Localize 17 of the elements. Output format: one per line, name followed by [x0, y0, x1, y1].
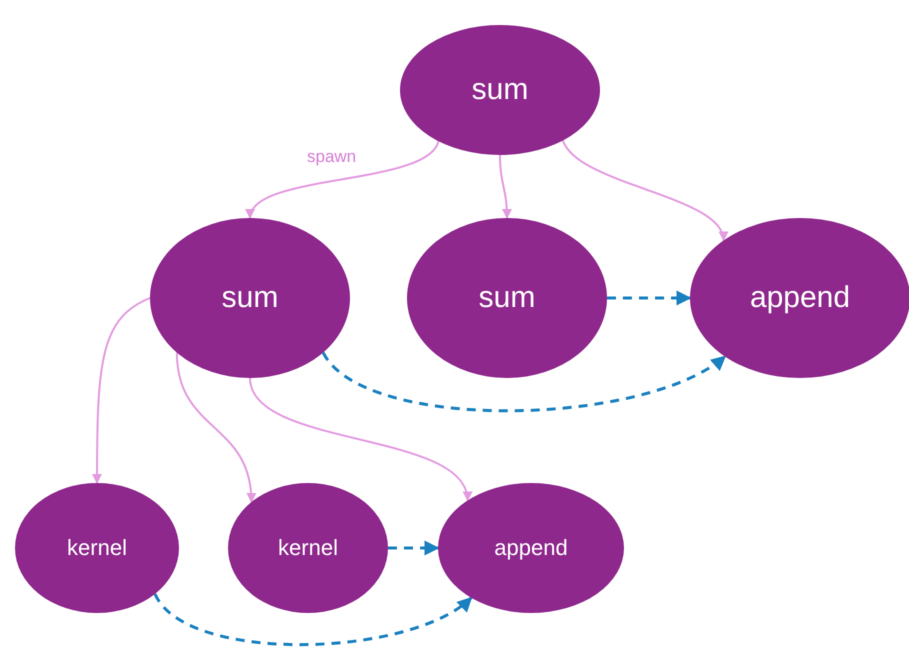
arrow: [562, 140, 726, 242]
node-label: sum: [222, 281, 278, 315]
arrow: [249, 378, 470, 502]
arrow: [248, 140, 440, 219]
node-label: append: [750, 281, 850, 315]
node-label: sum: [478, 281, 536, 315]
dashed-arrow: [322, 352, 726, 412]
node-label: kernel: [278, 535, 338, 561]
dashed-arrow: [607, 290, 692, 306]
node-label: append: [494, 535, 568, 561]
node-label: sum: [472, 73, 528, 107]
arrow: [499, 154, 512, 219]
arrow: [176, 352, 256, 504]
arrow: [92, 297, 150, 484]
dashed-arrow: [388, 540, 440, 556]
dashed-arrow: [154, 593, 472, 646]
node-label: kernel: [67, 535, 127, 561]
